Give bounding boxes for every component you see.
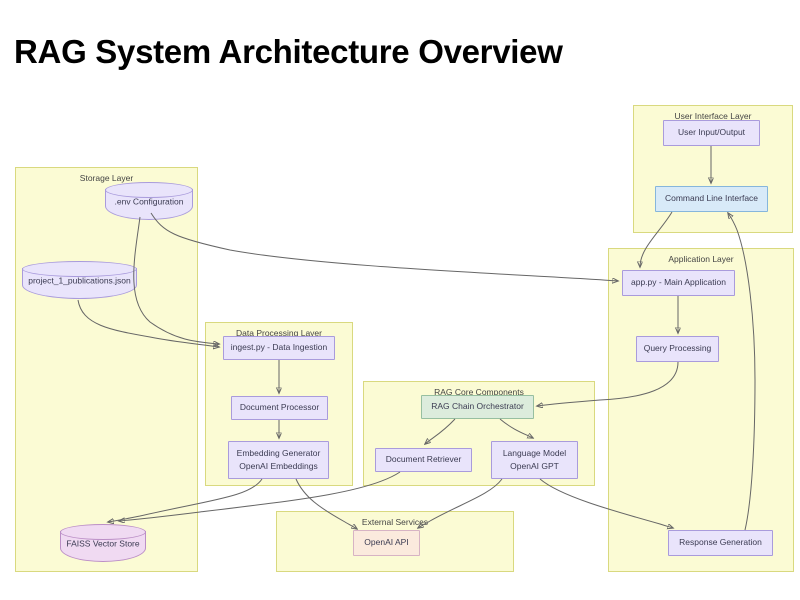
cylinder-top — [60, 524, 146, 540]
node-query-processing[interactable]: Query Processing — [636, 336, 719, 362]
node-language-model[interactable]: Language Model OpenAI GPT — [491, 441, 578, 479]
datastore-env-configuration[interactable]: .env Configuration — [105, 182, 193, 220]
node-response-generation[interactable]: Response Generation — [668, 530, 773, 556]
node-label-line1: Embedding Generator — [236, 447, 321, 458]
node-embedding-generator[interactable]: Embedding Generator OpenAI Embeddings — [228, 441, 329, 479]
cylinder-top — [105, 182, 193, 198]
node-openai-api[interactable]: OpenAI API — [353, 530, 420, 556]
datastore-project-publications-json[interactable]: project_1_publications.json — [22, 261, 137, 299]
page-title: RAG System Architecture Overview — [14, 33, 563, 70]
layer-title-application: Application Layer — [668, 254, 734, 264]
layer-title-data-processing: Data Processing Layer — [236, 328, 322, 338]
edge-env-to-app — [150, 212, 618, 281]
node-label: OpenAI API — [364, 537, 409, 548]
layer-title-rag-core-components: RAG Core Components — [434, 387, 524, 397]
node-label: Document Processor — [239, 402, 320, 413]
node-ingest-data-ingestion[interactable]: ingest.py - Data Ingestion — [223, 336, 335, 360]
node-label-line2: OpenAI Embeddings — [239, 461, 318, 471]
node-label: Response Generation — [679, 537, 762, 548]
node-command-line-interface[interactable]: Command Line Interface — [655, 186, 768, 212]
node-document-retriever[interactable]: Document Retriever — [375, 448, 472, 472]
layer-title-external-services: External Services — [361, 517, 429, 527]
layer-storage: Storage Layer — [15, 167, 198, 572]
node-user-input-output[interactable]: User Input/Output — [663, 120, 760, 146]
node-label-line2: OpenAI GPT — [510, 461, 559, 471]
layer-title-user-interface: User Interface Layer — [674, 111, 752, 121]
datastore-label: project_1_publications.json — [28, 275, 131, 286]
node-app-main-application[interactable]: app.py - Main Application — [622, 270, 735, 296]
layer-application: Application Layer — [608, 248, 794, 572]
node-label: User Input/Output — [677, 127, 746, 138]
node-label: Document Retriever — [385, 454, 462, 465]
node-label-line1: Language Model — [502, 447, 567, 458]
node-label: Query Processing — [643, 343, 712, 354]
datastore-faiss-vector-store[interactable]: FAISS Vector Store — [60, 524, 146, 562]
node-rag-chain-orchestrator[interactable]: RAG Chain Orchestrator — [421, 395, 534, 419]
datastore-label: .env Configuration — [114, 196, 184, 207]
node-label: ingest.py - Data Ingestion — [230, 342, 328, 353]
datastore-label: FAISS Vector Store — [66, 538, 140, 549]
node-label: RAG Chain Orchestrator — [431, 401, 524, 412]
node-label: Command Line Interface — [664, 193, 759, 204]
node-document-processor[interactable]: Document Processor — [231, 396, 328, 420]
layer-title-storage: Storage Layer — [79, 173, 134, 183]
node-label: app.py - Main Application — [631, 277, 726, 288]
